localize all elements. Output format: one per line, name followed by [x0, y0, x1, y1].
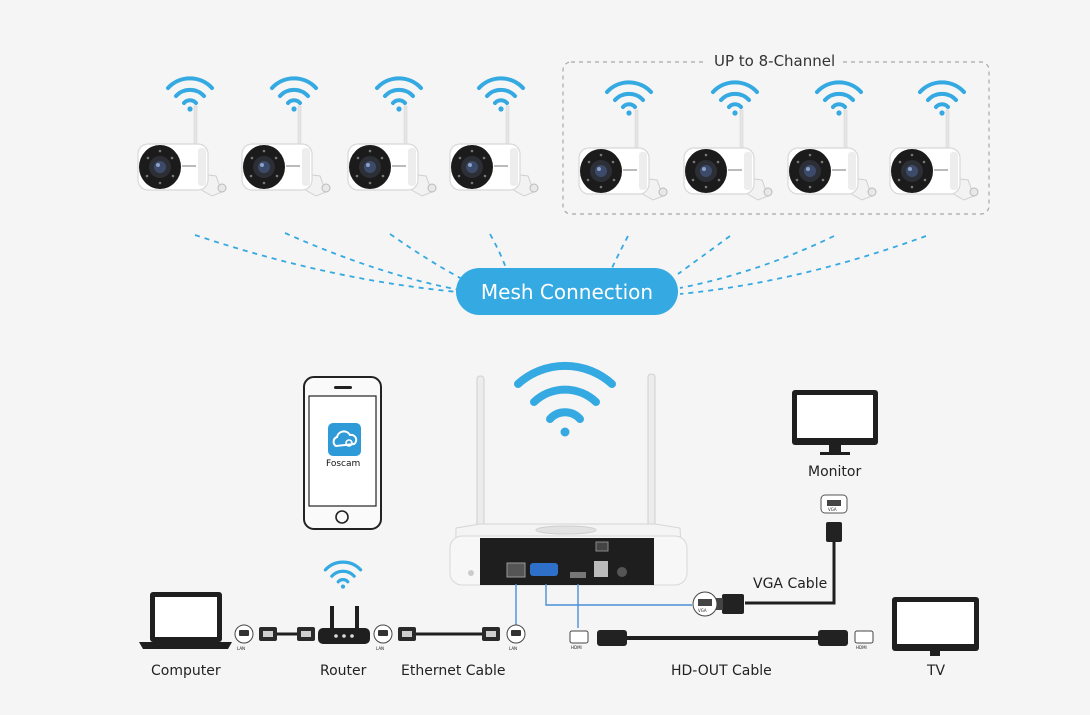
hdout-cable-label: HD-OUT Cable: [671, 663, 772, 679]
lan-port-tag: LAN: [509, 646, 518, 651]
router-label: Router: [320, 663, 367, 679]
nvr-cable-lines: [515, 584, 692, 628]
nvr-device: [449, 373, 688, 586]
nvr-wifi-icon: [514, 361, 616, 437]
mesh-links: [194, 232, 927, 295]
app-name-label: Foscam: [326, 459, 361, 469]
camera-icon: [241, 105, 331, 197]
wifi-icon: [815, 80, 863, 118]
camera-icon: [347, 105, 437, 197]
wifi-icon: [711, 80, 759, 118]
wifi-icon: [166, 76, 214, 114]
camera-icon: [578, 109, 668, 201]
router-wifi-icon: [323, 560, 363, 591]
foscam-app-icon: [328, 423, 361, 456]
vga-cable-line: [745, 542, 836, 605]
vga-cable-label: VGA Cable: [753, 576, 828, 592]
tv-label: TV: [927, 663, 946, 679]
lan-port-tag: LAN: [237, 646, 246, 651]
monitor-label: Monitor: [808, 464, 862, 480]
router-icon: [318, 606, 370, 644]
camera-icon: [683, 109, 773, 201]
laptop-icon: [139, 592, 232, 649]
wifi-icon: [918, 80, 966, 118]
monitor-icon: [792, 390, 878, 455]
hdmi-port-tag: HDMI: [856, 645, 867, 650]
vga-port-tag: VGA: [698, 608, 707, 613]
vga-port-tag: VGA: [828, 507, 837, 512]
ethernet-cable: [234, 624, 526, 644]
wifi-icon: [477, 76, 525, 114]
camera-icon: [787, 109, 877, 201]
computer-label: Computer: [151, 663, 221, 679]
tv-icon: [892, 597, 979, 656]
wifi-icon: [605, 80, 653, 118]
camera-icon: [449, 105, 539, 197]
vga-connector-icon: [820, 494, 848, 542]
channel-label: UP to 8-Channel: [706, 52, 844, 70]
wifi-icon: [270, 76, 318, 114]
hdmi-cable: [569, 630, 874, 646]
hdmi-port-tag: HDMI: [571, 645, 582, 650]
wifi-icon: [375, 76, 423, 114]
ethernet-cable-label: Ethernet Cable: [401, 663, 506, 679]
vga-plug-icon: [692, 591, 744, 617]
camera-icon: [889, 109, 979, 201]
channel-group-box: [562, 61, 990, 215]
camera-icon: [137, 105, 227, 197]
lan-port-tag: LAN: [376, 646, 385, 651]
mesh-connection-badge: Mesh Connection: [456, 268, 678, 315]
